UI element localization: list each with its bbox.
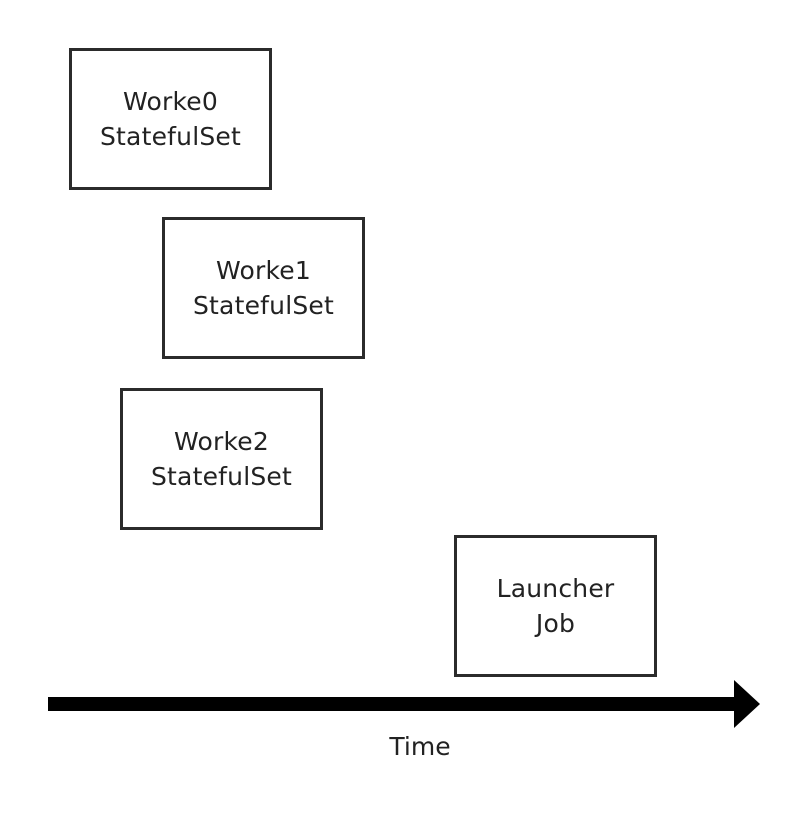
worker2-statefulset-box: Worke2 StatefulSet [120,388,323,530]
worker1-name-label: Worke1 [216,256,311,285]
time-axis-shaft [48,697,738,711]
worker1-kind-label: StatefulSet [192,291,335,320]
worker2-name-label: Worke2 [174,427,269,456]
worker0-kind-label: StatefulSet [99,122,242,151]
worker0-statefulset-box: Worke0 StatefulSet [69,48,272,190]
worker0-name-label: Worke0 [123,87,218,116]
launcher-name-label: Launcher [496,574,615,603]
launcher-job-box: Launcher Job [454,535,657,677]
time-axis-label: Time [389,732,451,761]
worker1-statefulset-box: Worke1 StatefulSet [162,217,365,359]
launcher-kind-label: Job [535,609,576,638]
worker2-kind-label: StatefulSet [150,462,293,491]
arrowhead-icon [734,680,760,728]
